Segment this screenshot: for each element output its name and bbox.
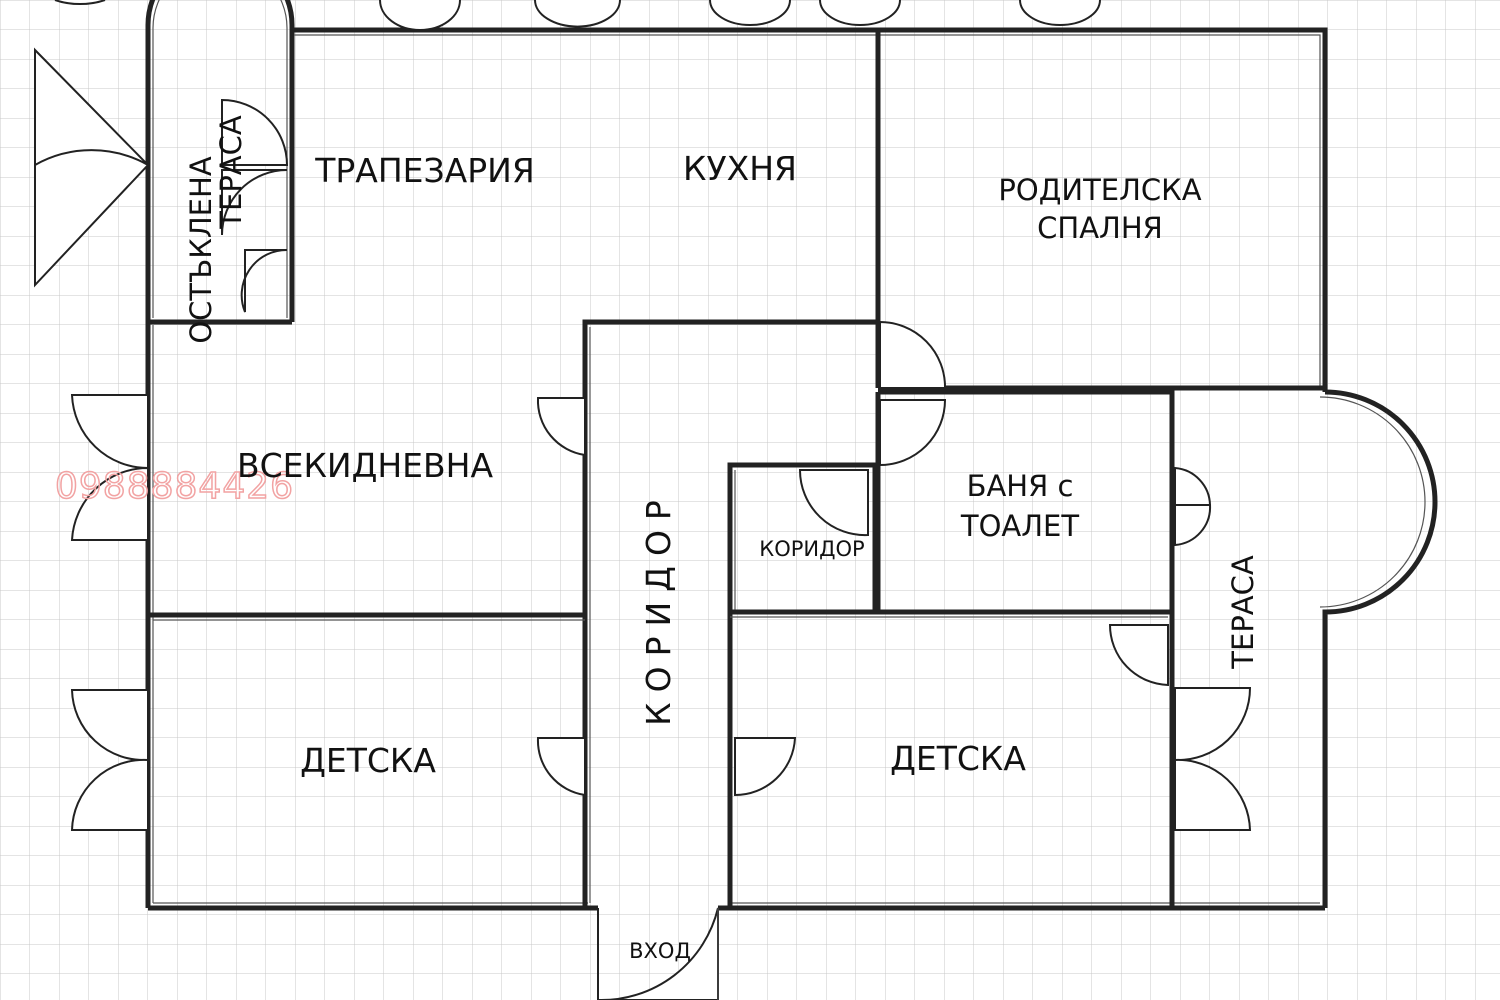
label-terrace: ТЕРАСА [1226, 555, 1260, 670]
label-living-room: ВСЕКИДНЕВНА [237, 446, 494, 485]
label-entrance: ВХОД [629, 939, 691, 963]
label-dining-room: ТРАПЕЗАРИЯ [314, 151, 535, 190]
label-small-corridor: КОРИДОР [759, 537, 864, 561]
label-glazed-terrace-2: ТЕРАСА [214, 115, 248, 230]
phone-watermark: 0988884426 [55, 466, 294, 507]
label-main-corridor: КОРИДОР [639, 490, 678, 726]
label-kitchen: КУХНЯ [683, 149, 797, 188]
label-glazed-terrace-1: ОСТЪКЛЕНА [184, 156, 218, 343]
walls [145, 0, 1438, 911]
label-master-bedroom-1: РОДИТЕЛСКА [998, 173, 1201, 207]
label-master-bedroom-2: СПАЛНЯ [1037, 211, 1163, 245]
label-bathroom-1: БАНЯ с [967, 469, 1074, 503]
label-kids-room-right: ДЕТСКА [890, 739, 1026, 778]
label-bathroom-2: ТОАЛЕТ [960, 509, 1080, 543]
doors [34, 0, 1252, 1000]
label-kids-room-left: ДЕТСКА [300, 741, 436, 780]
